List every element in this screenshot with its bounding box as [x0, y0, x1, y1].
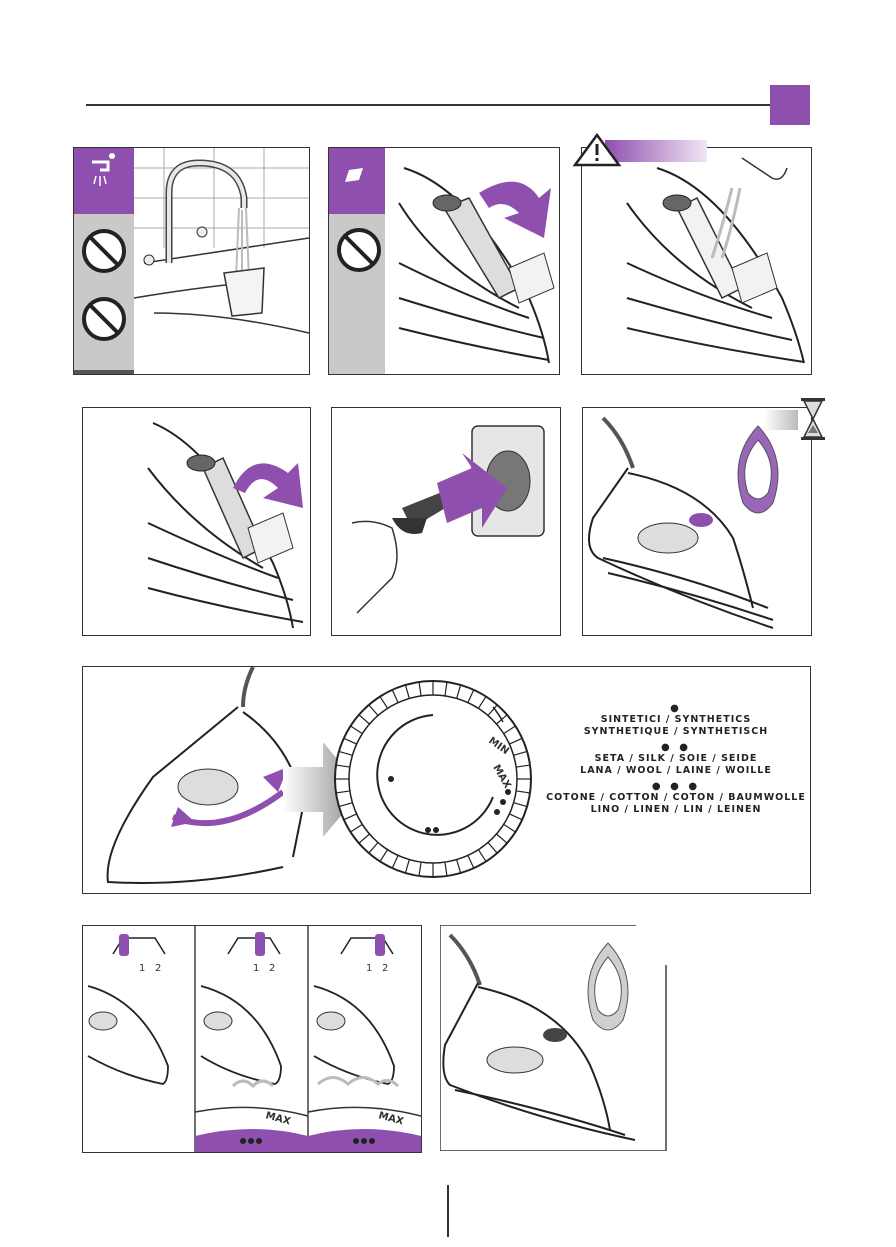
level3-line1: COTONE / COTTON / COTON / BAUMWOLLE	[545, 792, 807, 804]
level1-line2: SYNTHETIQUE / SYNTHETISCH	[545, 726, 807, 738]
level3-dots: ● ● ●	[545, 781, 807, 792]
step-close-lid-panel	[82, 407, 311, 636]
level1-line1: SINTETICI / SYNTHETICS	[545, 714, 807, 726]
steam-label-2-b: 2	[269, 963, 275, 974]
level3-line2: LINO / LINEN / LIN / LEINEN	[545, 804, 807, 816]
language-tab	[770, 85, 810, 125]
warning-icon	[572, 132, 622, 168]
page-footer-divider	[447, 1185, 449, 1237]
steam-settings-panel: 1 2 1 2 1 2 MAX MAX	[82, 925, 422, 1153]
hourglass-gradient-bar	[764, 410, 798, 430]
ready-indicator-panel	[440, 925, 667, 1151]
steam-label-1-a: 1	[139, 963, 145, 974]
steam-label-2-a: 2	[155, 963, 161, 974]
level2-dots: ● ●	[545, 742, 807, 753]
step-fill-tap-water-panel	[73, 147, 310, 375]
steam-label-2-c: 2	[382, 963, 388, 974]
hourglass-icon	[799, 397, 827, 441]
level1-dots: ●	[545, 703, 807, 714]
step-warning-panel	[581, 147, 812, 375]
steam-max-label-c: MAX	[377, 1110, 405, 1127]
level2-line2: LANA / WOOL / LAINE / WOILLE	[545, 765, 807, 777]
step-pour-water-panel	[328, 147, 560, 375]
level2-line1: SETA / SILK / SOIE / SEIDE	[545, 753, 807, 765]
header-rule	[86, 104, 770, 106]
steam-max-label-b: MAX	[264, 1110, 292, 1127]
steam-label-1-b: 1	[253, 963, 259, 974]
step-heat-up-panel	[582, 407, 812, 636]
steam-label-1-c: 1	[366, 963, 372, 974]
fabric-settings-legend: ● SINTETICI / SYNTHETICS SYNTHETIQUE / S…	[545, 703, 807, 820]
step-plug-in-panel	[331, 407, 561, 636]
